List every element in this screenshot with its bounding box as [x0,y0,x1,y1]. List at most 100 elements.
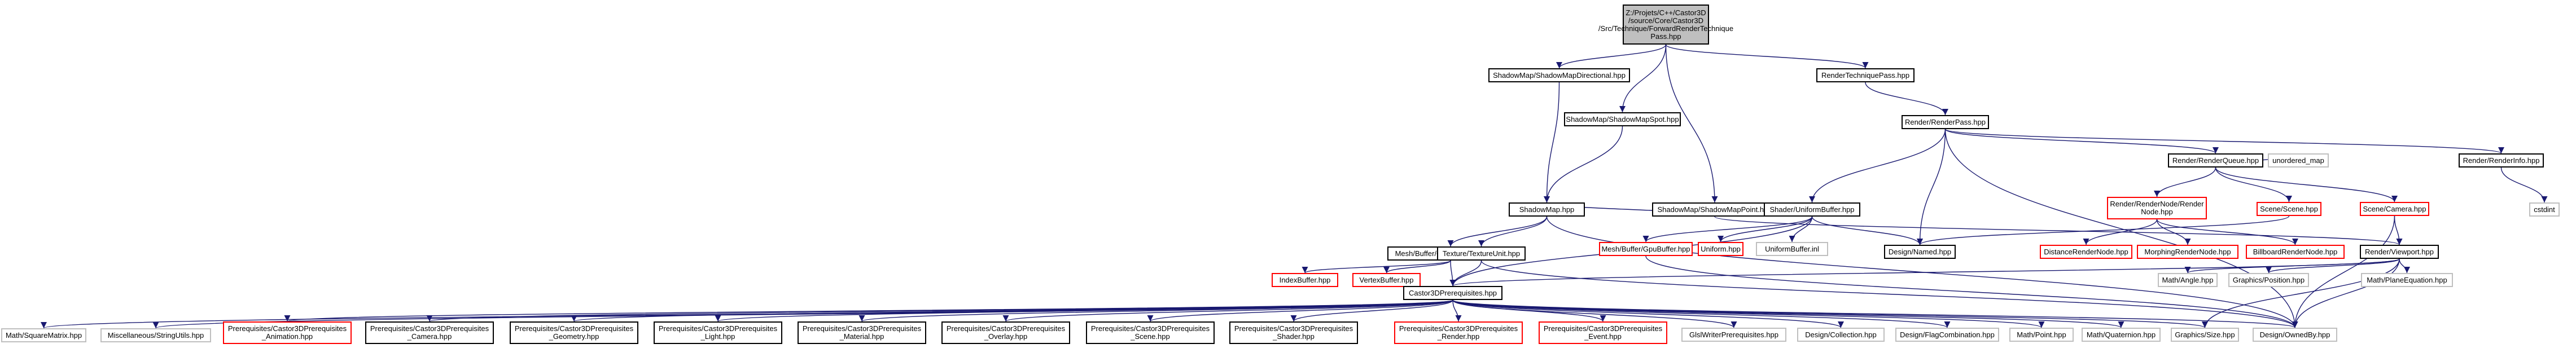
node-p-mat[interactable]: Prerequisites/Castor3DPrerequisites _Mat… [798,321,926,344]
node-p-ovl[interactable]: Prerequisites/Castor3DPrerequisites _Ove… [941,321,1070,344]
node-p-anim[interactable]: Prerequisites/Castor3DPrerequisites _Ani… [223,321,352,344]
node-viewport[interactable]: Render/Viewport.hpp [2360,245,2439,259]
edge-camera-to-viewport [2394,215,2403,245]
edge-rp-to-ownedby [1944,129,2298,328]
edge-viewport-to-ownedby [2292,258,2400,328]
node-rnode[interactable]: Render/RenderNode/Render Node.hpp [2107,197,2207,219]
edge-sm_dir-to-smap [1543,82,1560,203]
edge-c3dp-to-p_geo [571,299,1453,322]
edge-rnode-to-morphnode [2156,219,2191,245]
node-ownedby[interactable]: Design/OwnedBy.hpp [2253,328,2337,342]
node-plane[interactable]: Math/PlaneEquation.hpp [2361,273,2453,287]
node-size[interactable]: Graphics/Size.hpp [2171,328,2239,342]
edge-tex-to-c3dp [1449,260,1482,287]
node-strutils[interactable]: Miscellaneous/StringUtils.hpp [100,328,211,342]
node-ubinl[interactable]: UniformBuffer.inl [1756,242,1828,256]
node-vbuf[interactable]: VertexBuffer.hpp [1352,273,1421,287]
edge-c3dp-to-p_shader [1290,299,1453,322]
edge-rnode-to-distnode [2083,219,2158,245]
edge-geobuf-to-c3dp [1449,260,1456,287]
edge-rp-to-named [1916,129,1946,245]
edge-ub-to-gpubuf [1642,216,1813,243]
node-billnode[interactable]: BillboardRenderNode.hpp [2246,245,2345,259]
node-p-light[interactable]: Prerequisites/Castor3DPrerequisites _Lig… [654,321,782,344]
node-sm-point[interactable]: ShadowMap/ShadowMapPoint.hpp [1652,202,1777,217]
edge-camera-to-ownedby [2292,215,2395,328]
node-p-geo[interactable]: Prerequisites/Castor3DPrerequisites _Geo… [510,321,638,344]
edge-rp-to-rinfo [1944,129,2504,154]
node-p-render[interactable]: Prerequisites/Castor3DPrerequisites _Ren… [1394,321,1523,344]
edge-c3dp-to-p_light [715,299,1453,322]
edge-c3dp-to-p_mat [859,299,1453,322]
edge-c3dp-to-p_render [1452,299,1462,322]
node-smap[interactable]: ShadowMap.hpp [1509,202,1585,217]
node-root[interactable]: Z:/Projets/C++/Castor3D /source/Core/Cas… [1598,5,1733,45]
node-ibuf[interactable]: IndexBuffer.hpp [1272,273,1338,287]
edge-viewport-to-plane [2399,258,2411,274]
node-c3dp[interactable]: Castor3DPrerequisites.hpp [1403,286,1502,300]
node-rinfo[interactable]: Render/RenderInfo.hpp [2459,153,2544,168]
node-p-shader[interactable]: Prerequisites/Castor3DPrerequisites _Sha… [1229,321,1358,344]
edge-root-to-sm_point [1665,44,1718,203]
edge-root-to-sm_dir [1556,44,1667,69]
edge-ub-to-named [1811,216,1924,245]
edge-viewport-to-angle [2184,258,2400,274]
node-rp[interactable]: Render/RenderPass.hpp [1902,115,1989,129]
edge-rq-to-rnode [2153,167,2216,197]
edge-root-to-sm_spot [1619,44,1667,113]
edge-geobuf-to-ibuf [1302,260,1451,274]
node-angle[interactable]: Math/Angle.hpp [2158,273,2218,287]
edge-c3dp-to-ownedby [1452,299,2298,328]
node-pos[interactable]: Graphics/Position.hpp [2228,273,2309,287]
node-distnode[interactable]: DistanceRenderNode.hpp [2040,245,2132,259]
node-coll[interactable]: Design/Collection.hpp [1797,328,1885,342]
edge-c3dp-to-flag [1452,299,1951,328]
edge-sm_spot-to-smap [1543,126,1623,203]
edge-gpubuf-to-ownedby [1645,255,2298,328]
node-quat[interactable]: Math/Quaternion.hpp [2082,328,2161,342]
edge-rnode-to-billnode [2156,219,2298,245]
node-tex[interactable]: Texture/TextureUnit.hpp [1437,246,1526,261]
edge-c3dp-to-p_ovl [1002,299,1453,322]
node-ub[interactable]: Shader/UniformBuffer.hpp [1764,202,1860,217]
node-glsl[interactable]: GlslWriterPrerequisites.hpp [1681,328,1786,342]
edge-c3dp-to-p_scene [1147,299,1453,322]
node-p-scene[interactable]: Prerequisites/Castor3DPrerequisites _Sce… [1086,321,1215,344]
node-sm-spot[interactable]: ShadowMap/ShadowMapSpot.hpp [1564,112,1681,126]
edge-viewport-to-pos [2266,258,2400,274]
edge-c3dp-to-coll [1452,299,1844,328]
node-cstdint[interactable]: cstdint [2529,202,2560,217]
edge-root-to-rtp [1665,44,1869,69]
edge-rtp-to-rp [1865,82,1949,116]
node-scene[interactable]: Scene/Scene.hpp [2257,202,2321,216]
edge-ub-to-uniform [1717,216,1813,243]
edge-smap-to-tex [1478,216,1548,247]
node-sm-dir[interactable]: ShadowMap/ShadowMapDirectional.hpp [1488,68,1630,82]
edge-rp-to-ub [1808,129,1946,203]
node-camera[interactable]: Scene/Camera.hpp [2360,202,2429,216]
edge-sm_point-to-viewport [1714,216,2403,245]
node-umap[interactable]: unordered_map [2268,153,2329,168]
node-p-event[interactable]: Prerequisites/Castor3DPrerequisites _Eve… [1539,321,1667,344]
node-gpubuf[interactable]: Mesh/Buffer/GpuBuffer.hpp [1599,242,1693,256]
edge-rq-to-camera [2215,167,2398,202]
edge-ub-to-ubinl [1789,216,1813,243]
edge-rp-to-rq [1944,129,2219,154]
node-point[interactable]: Math/Point.hpp [2009,328,2074,342]
node-p-cam[interactable]: Prerequisites/Castor3DPrerequisites _Cam… [365,321,494,344]
node-rtp[interactable]: RenderTechniquePass.hpp [1816,68,1915,82]
edge-geobuf-to-vbuf [1383,260,1451,274]
node-flag[interactable]: Design/FlagCombination.hpp [1895,328,1999,342]
node-uniform[interactable]: Uniform.hpp [1698,242,1743,256]
node-rq[interactable]: Render/RenderQueue.hpp [2168,153,2263,168]
edge-tex-to-ownedby [1480,260,2298,328]
node-morphnode[interactable]: MorphingRenderNode.hpp [2137,245,2238,259]
edge-smap-to-geobuf [1447,216,1548,247]
edge-c3dp-to-glsl [1452,299,1737,328]
node-sqm[interactable]: Math/SquareMatrix.hpp [1,328,86,342]
edge-rinfo-to-cstdint [2500,167,2548,203]
node-named[interactable]: Design/Named.hpp [1884,245,1956,259]
edge-rq-to-scene [2215,167,2293,202]
